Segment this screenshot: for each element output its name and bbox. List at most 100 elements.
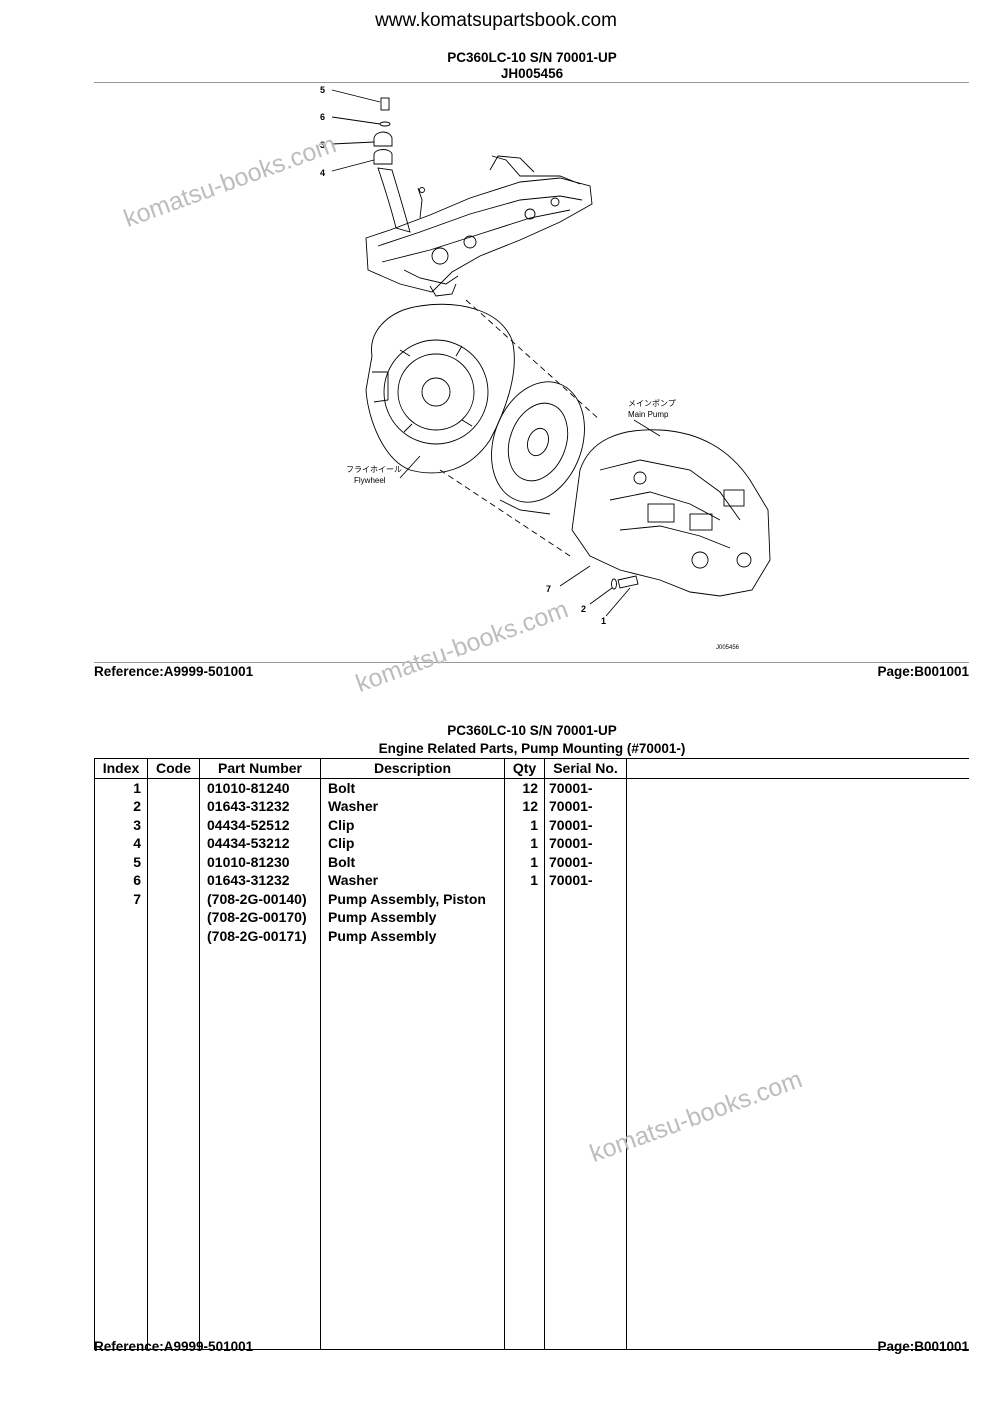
- table-row: 4 04434-53212 Clip 1 70001-: [94, 834, 969, 853]
- table-header-row: Index Code Part Number Description Qty S…: [94, 758, 969, 779]
- drawing-code: J005456: [716, 645, 740, 651]
- row-part-number: 01643-31232: [199, 871, 321, 890]
- row-description: Pump Assembly: [320, 908, 505, 927]
- row-part-number: (708-2G-00171): [199, 926, 321, 945]
- row-description: Clip: [320, 834, 505, 853]
- table-row: 7 (708-2G-00140) Pump Assembly, Piston: [94, 889, 969, 908]
- callout-6: 6: [320, 112, 325, 122]
- table-section-title: Engine Related Parts, Pump Mounting (#70…: [378, 741, 686, 756]
- row-serial: 70001-: [544, 834, 627, 853]
- row-description: Pump Assembly: [320, 926, 505, 945]
- header-rule: [94, 82, 969, 83]
- row-index: 6: [94, 871, 148, 890]
- callout-2: 2: [581, 604, 586, 614]
- bolt-1-icon: [617, 575, 639, 589]
- row-code: [147, 871, 200, 890]
- col-description: Description: [320, 758, 505, 779]
- flywheel-housing-outline: [365, 303, 515, 474]
- row-part-number: (708-2G-00140): [199, 889, 321, 908]
- row-index: 3: [94, 815, 148, 834]
- col-code: Code: [147, 758, 200, 779]
- clip-4-icon: [373, 149, 393, 165]
- bolt-5-icon: [380, 97, 390, 111]
- col-index: Index: [94, 758, 148, 779]
- diagram-bottom-rule: [94, 662, 969, 663]
- row-serial: 70001-: [544, 778, 627, 797]
- row-description: Pump Assembly, Piston: [320, 889, 505, 908]
- site-url: www.komatsupartsbook.com: [375, 10, 617, 31]
- table-row: 3 04434-52512 Clip 1 70001-: [94, 815, 969, 834]
- col-qty: Qty: [504, 758, 545, 779]
- main-pump-label: Main Pump: [628, 410, 669, 419]
- illustration-id: JH005456: [500, 66, 564, 81]
- row-code: [147, 834, 200, 853]
- row-qty: 12: [504, 797, 545, 816]
- row-description: Bolt: [320, 852, 505, 871]
- table-row: 5 01010-81230 Bolt 1 70001-: [94, 852, 969, 871]
- washer-2-icon: [611, 578, 617, 590]
- row-serial: 70001-: [544, 815, 627, 834]
- row-part-number: 01010-81230: [199, 852, 321, 871]
- row-serial: 70001-: [544, 797, 627, 816]
- row-index: 4: [94, 834, 148, 853]
- row-index: 5: [94, 852, 148, 871]
- row-qty: 1: [504, 815, 545, 834]
- table-model-title: PC360LC-10 S/N 70001-UP: [447, 723, 617, 738]
- col-serial: Serial No.: [544, 758, 627, 779]
- row-part-number: 04434-52512: [199, 815, 321, 834]
- row-serial: 70001-: [544, 871, 627, 890]
- table-row: 1 01010-81240 Bolt 12 70001-: [94, 778, 969, 797]
- row-qty: 1: [504, 834, 545, 853]
- table-row: 2 01643-31232 Washer 12 70001-: [94, 797, 969, 816]
- row-part-number: (708-2G-00170): [199, 908, 321, 927]
- exploded-parts-diagram: 5 6 3 4 7 2 1 メインポンプ Main Pump フライホイール F…: [320, 85, 771, 651]
- row-description: Clip: [320, 815, 505, 834]
- row-index: 2: [94, 797, 148, 816]
- callout-1: 1: [601, 616, 606, 626]
- row-qty: 1: [504, 852, 545, 871]
- row-index: 1: [94, 778, 148, 797]
- illustration-model-title: PC360LC-10 S/N 70001-UP: [447, 50, 617, 65]
- row-code: [147, 926, 200, 945]
- row-code: [147, 815, 200, 834]
- callout-7: 7: [546, 584, 551, 594]
- callout-5: 5: [320, 85, 325, 95]
- row-serial: [544, 889, 627, 908]
- flywheel-label-jp: フライホイール: [346, 465, 402, 474]
- main-pump-outline: [571, 429, 771, 597]
- parts-table: Index Code Part Number Description Qty S…: [94, 758, 969, 1350]
- row-qty: 1: [504, 871, 545, 890]
- washer-6-icon: [379, 121, 391, 127]
- bracket-outline: [365, 177, 593, 293]
- page-top: Page:B001001: [877, 664, 969, 679]
- row-code: [147, 797, 200, 816]
- col-blank: [626, 758, 969, 779]
- row-code: [147, 889, 200, 908]
- row-qty: [504, 889, 545, 908]
- row-description: Bolt: [320, 778, 505, 797]
- row-serial: 70001-: [544, 852, 627, 871]
- hose-outline: [377, 167, 411, 233]
- page-bottom: Page:B001001: [877, 1339, 969, 1354]
- row-description: Washer: [320, 797, 505, 816]
- table-filler-row: [94, 945, 969, 1350]
- main-pump-label-jp: メインポンプ: [628, 399, 676, 408]
- row-qty: 12: [504, 778, 545, 797]
- reference-bottom: Reference:A9999-501001: [94, 1339, 254, 1354]
- row-description: Washer: [320, 871, 505, 890]
- row-part-number: 01643-31232: [199, 797, 321, 816]
- row-code: [147, 778, 200, 797]
- row-serial: [544, 908, 627, 927]
- table-row: (708-2G-00170) Pump Assembly: [94, 908, 969, 927]
- row-qty: [504, 926, 545, 945]
- row-qty: [504, 908, 545, 927]
- row-index: [94, 926, 148, 945]
- coupling-outline: [491, 381, 585, 503]
- flywheel-label: Flywheel: [354, 476, 386, 485]
- col-part-number: Part Number: [199, 758, 321, 779]
- table-row: (708-2G-00171) Pump Assembly: [94, 926, 969, 945]
- row-code: [147, 908, 200, 927]
- row-code: [147, 852, 200, 871]
- row-index: 7: [94, 889, 148, 908]
- clip-3-icon: [373, 131, 393, 147]
